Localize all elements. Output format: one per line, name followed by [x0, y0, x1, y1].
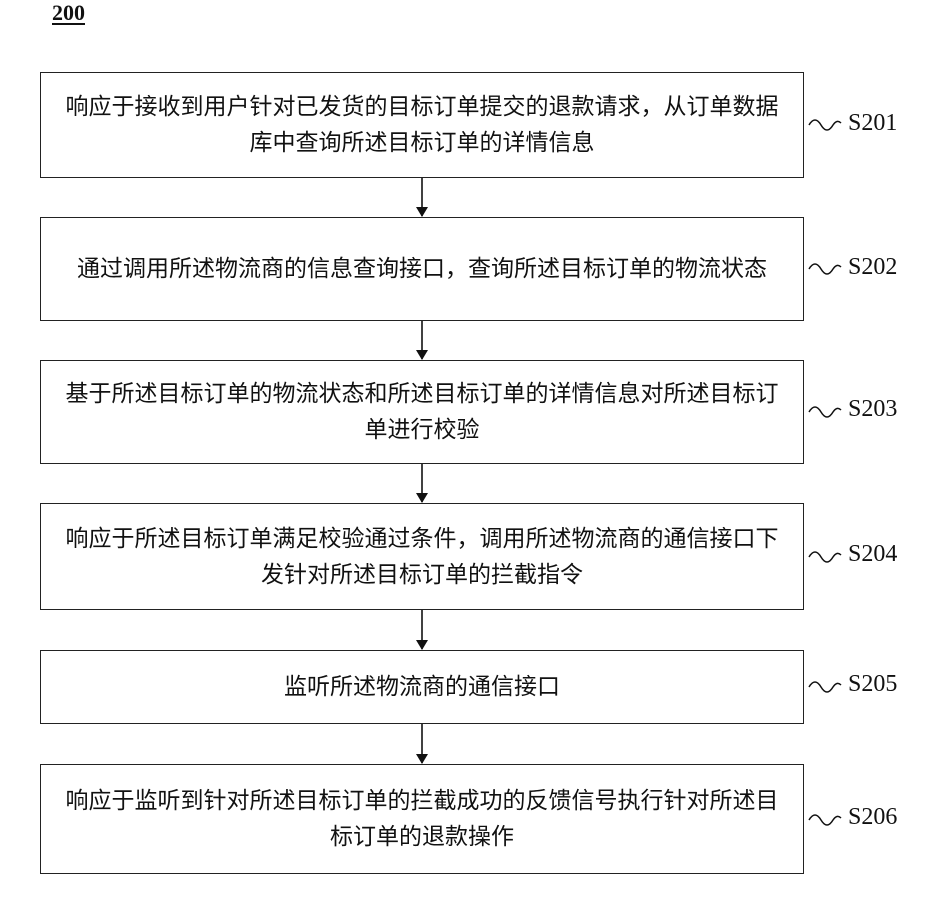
leader-s205 — [809, 682, 841, 692]
arrowhead-s203 — [416, 350, 428, 360]
arrowhead-s202 — [416, 207, 428, 217]
leader-s201 — [809, 120, 841, 130]
leader-s206 — [809, 815, 841, 825]
arrowhead-s204 — [416, 493, 428, 503]
arrowhead-s206 — [416, 754, 428, 764]
leader-s203 — [809, 407, 841, 417]
leader-s204 — [809, 552, 841, 562]
arrowhead-s205 — [416, 640, 428, 650]
leader-s202 — [809, 264, 841, 274]
